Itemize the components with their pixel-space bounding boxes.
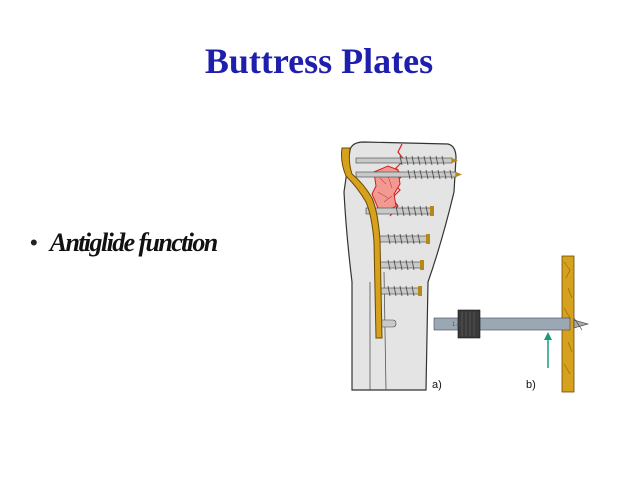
slide-title: Buttress Plates [204, 41, 434, 81]
bullet-text: Antiglide function [49, 228, 219, 257]
screw-3 [365, 205, 434, 217]
screw-1 [355, 155, 458, 166]
panel-b-label: b) [526, 379, 536, 391]
drill-guide [433, 309, 590, 339]
panel-a-label: a) [432, 379, 442, 391]
screw-2 [355, 169, 462, 180]
bullet-marker: • [30, 230, 38, 255]
bullet-item: • Antiglide function [30, 228, 219, 258]
buttress-plate [341, 147, 383, 339]
buttress-plate-illustration: 1.0 a) b) [330, 132, 590, 394]
upward-arrow [544, 332, 552, 368]
scale-text: 1.0 [452, 322, 461, 328]
